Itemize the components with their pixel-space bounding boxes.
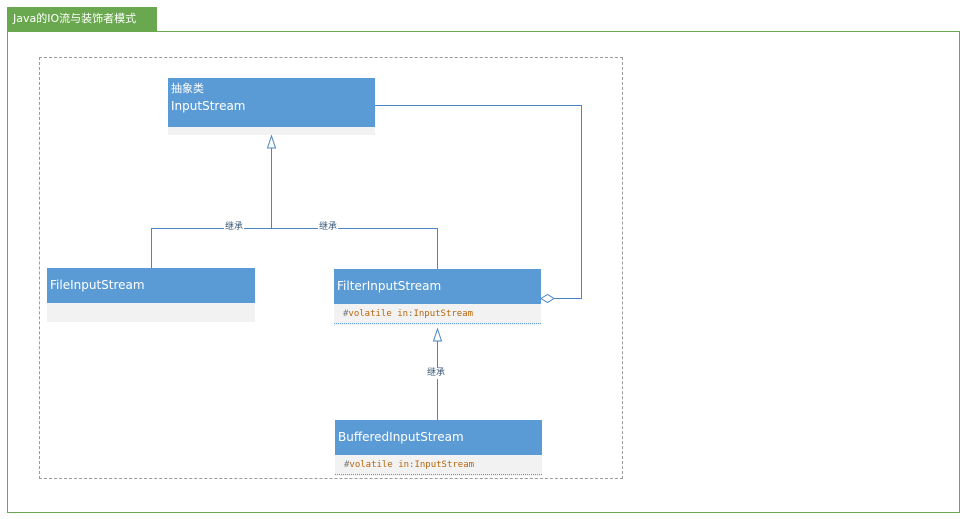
class-stereotype: 抽象类 <box>171 82 204 95</box>
class-bufferedinputstream-body: #volatile in:InputStream <box>335 455 542 476</box>
class-name: BufferedInputStream <box>338 430 464 444</box>
class-inputstream[interactable]: 抽象类 InputStream <box>168 78 375 135</box>
edge-label-file: 继承 <box>224 222 245 233</box>
inheritance-arrowhead-filter <box>432 327 443 342</box>
aggregation-edge <box>375 105 582 299</box>
attr-name: volatile in <box>349 460 410 470</box>
edge-label-buffered: 继承 <box>426 368 447 379</box>
edge-label-filter: 继承 <box>318 222 339 233</box>
attr-visibility: # <box>343 309 349 319</box>
class-fileinputstream[interactable]: FileInputStream <box>47 268 255 322</box>
class-bufferedinputstream[interactable]: BufferedInputStream #volatile in:InputSt… <box>335 420 542 476</box>
package-boundary <box>39 57 623 479</box>
class-bufferedinputstream-header: BufferedInputStream <box>335 420 542 455</box>
class-fileinputstream-header: FileInputStream <box>47 268 255 303</box>
class-filterinputstream[interactable]: FilterInputStream #volatile in:InputStre… <box>334 269 541 325</box>
aggregation-diamond <box>540 293 555 304</box>
attr-separator: : <box>409 460 415 470</box>
class-inputstream-header: 抽象类 InputStream <box>168 78 375 127</box>
class-filterinputstream-body: #volatile in:InputStream <box>334 304 541 325</box>
class-fileinputstream-body <box>47 303 255 322</box>
class-filterinputstream-header: FilterInputStream <box>334 269 541 304</box>
diagram-tab[interactable]: Java的IO流与装饰者模式 <box>7 7 157 31</box>
attr-visibility: # <box>344 460 350 470</box>
diagram-frame <box>7 31 960 513</box>
inheritance-arrowhead-inputstream <box>266 134 277 149</box>
attr-type: InputStream <box>414 460 475 470</box>
attr-name: volatile in <box>348 309 409 319</box>
class-inputstream-body <box>168 127 375 135</box>
attr-type: InputStream <box>413 309 474 319</box>
class-attribute: #volatile in:InputStream <box>335 457 542 475</box>
class-attribute: #volatile in:InputStream <box>334 306 541 324</box>
class-name: FileInputStream <box>50 278 145 292</box>
attr-separator: : <box>408 309 414 319</box>
class-name: InputStream <box>171 99 246 113</box>
diagram-tab-title: Java的IO流与装饰者模式 <box>13 12 137 25</box>
class-name: FilterInputStream <box>337 279 442 293</box>
